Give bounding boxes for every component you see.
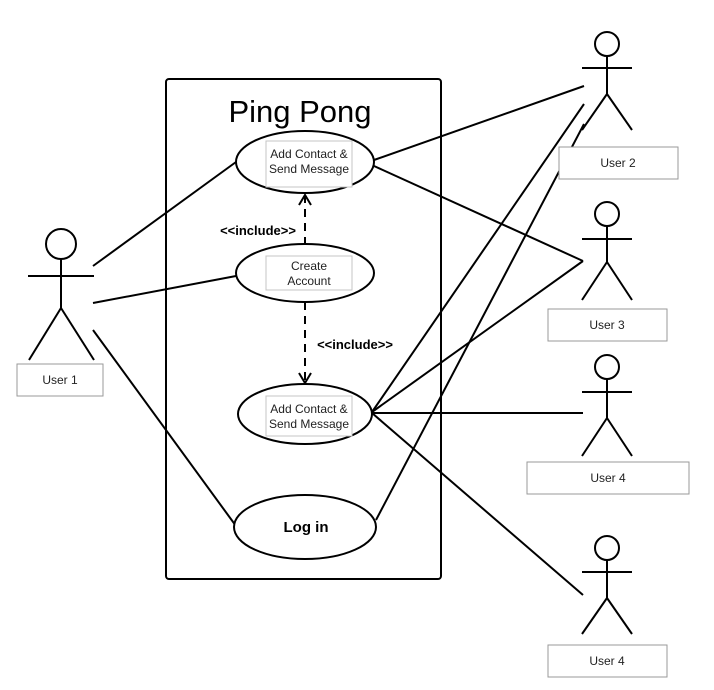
use-case-label-line2: Send Message (269, 417, 349, 431)
use-case-label-line1: Add Contact & (270, 147, 347, 161)
use-case-label-line2: Send Message (269, 162, 349, 176)
system-boundary (165, 78, 442, 580)
use-case-label-box (265, 140, 353, 188)
use-case-label-line1: Create (291, 259, 327, 273)
actor-label: User 4 (590, 471, 626, 485)
actor-user4-lower[interactable]: User 4 (547, 535, 668, 678)
actor-label: User 3 (589, 318, 625, 332)
assoc-user4b-add-contact-bottom (371, 412, 584, 596)
assoc-user2-log-in (375, 123, 585, 521)
use-case-label-box (265, 395, 353, 437)
actor-label-box (16, 363, 104, 397)
association-lines (92, 85, 585, 596)
stick-figure-icon (581, 31, 633, 131)
actor-user1[interactable]: User 1 (16, 228, 104, 397)
use-case-label-line1: Add Contact & (270, 402, 347, 416)
assoc-user1-log-in (92, 329, 237, 527)
include-label-bottom: <<include>> (317, 337, 393, 352)
stick-figure-icon (581, 535, 633, 635)
assoc-user1-add-contact-top (92, 161, 237, 267)
actor-label-box (526, 461, 690, 495)
stick-figure-icon (28, 228, 95, 361)
use-case-add-contact-bottom[interactable]: Add Contact & Send Message (237, 383, 373, 445)
include-label-top: <<include>> (220, 223, 296, 238)
use-case-add-contact-top[interactable]: Add Contact & Send Message (235, 130, 375, 194)
stick-figure-icon (581, 354, 633, 457)
actor-user3[interactable]: User 3 (547, 201, 668, 342)
actor-label-box (547, 308, 668, 342)
use-case-label-box (265, 255, 353, 291)
assoc-user1-create-account (92, 275, 237, 304)
actor-label: User 1 (42, 373, 78, 387)
use-case-log-in[interactable]: Log in (233, 494, 377, 560)
actor-user2[interactable]: User 2 (558, 31, 679, 180)
assoc-user3-add-contact-bottom (371, 260, 584, 413)
assoc-user3-add-contact-top (373, 165, 584, 262)
actor-user4-upper[interactable]: User 4 (526, 354, 690, 495)
actor-label-box (558, 146, 679, 180)
use-case-label: Log in (284, 519, 329, 536)
use-case-ellipse (233, 494, 377, 560)
use-case-create-account[interactable]: Create Account (235, 243, 375, 303)
assoc-user2-add-contact-bottom (371, 103, 585, 413)
actor-label-box (547, 644, 668, 678)
actor-label: User 2 (600, 156, 636, 170)
assoc-user2-add-contact-top (373, 85, 585, 161)
system-title: Ping Pong (228, 94, 371, 129)
actor-label: User 4 (589, 654, 625, 668)
use-case-label-line2: Account (287, 274, 331, 288)
stick-figure-icon (581, 201, 633, 301)
